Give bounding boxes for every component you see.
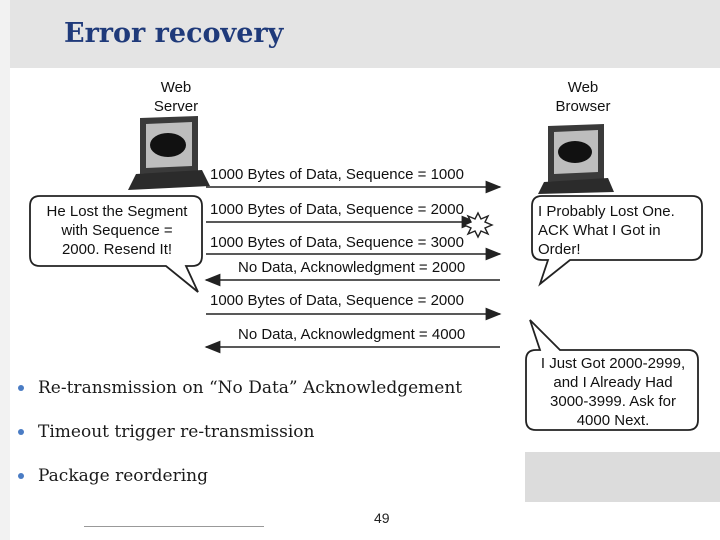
server-bubble-text: He Lost the Segment with Sequence = 2000… bbox=[34, 202, 200, 259]
server-label-line-2: Server bbox=[153, 98, 199, 115]
left-margin-strip bbox=[0, 0, 10, 540]
browser-speech-bubble-2 bbox=[525, 319, 699, 431]
browser-bubble-1-line-1: I Probably Lost One. bbox=[538, 203, 675, 220]
browser-bubble-2-line-2: and I Already Had bbox=[553, 374, 673, 391]
browser-bubble-1-text: I Probably Lost One. ACK What I Got in O… bbox=[538, 202, 700, 259]
browser-bubble-2-text: I Just Got 2000-2999, and I Already Had … bbox=[530, 354, 696, 430]
browser-bubble-1-line-3: Order! bbox=[538, 241, 581, 258]
browser-label-line-1: Web bbox=[567, 79, 599, 96]
browser-bubble-2-line-1: I Just Got 2000-2999, bbox=[540, 355, 686, 372]
server-label: Web Server bbox=[146, 78, 206, 116]
browser-computer-icon bbox=[538, 124, 614, 194]
bullet-dot-icon bbox=[18, 385, 24, 391]
message-6-label: No Data, Acknowledgment = 4000 bbox=[238, 326, 466, 343]
lost-packet-burst-icon bbox=[462, 211, 494, 239]
page-number: 49 bbox=[374, 510, 390, 526]
footer-divider bbox=[84, 526, 264, 527]
bullet-text: Re-transmission on “No Data” Acknowledge… bbox=[38, 378, 463, 398]
browser-bubble-1-line-2: ACK What I Got in bbox=[538, 222, 661, 239]
browser-label: Web Browser bbox=[546, 78, 620, 116]
bullet-text: Package reordering bbox=[38, 466, 208, 486]
server-bubble-line-1: He Lost the Segment bbox=[46, 203, 188, 220]
message-4-label: No Data, Acknowledgment = 2000 bbox=[238, 259, 466, 276]
browser-speech-bubble-1 bbox=[531, 195, 703, 287]
message-2-label: 1000 Bytes of Data, Sequence = 2000 bbox=[210, 201, 464, 218]
bullet-item: Package reordering bbox=[16, 462, 462, 506]
bullet-text: Timeout trigger re-transmission bbox=[38, 422, 315, 442]
title-bar bbox=[10, 0, 720, 68]
message-5-label: 1000 Bytes of Data, Sequence = 2000 bbox=[210, 292, 464, 309]
message-3-label: 1000 Bytes of Data, Sequence = 3000 bbox=[210, 234, 464, 251]
bullet-dot-icon bbox=[18, 473, 24, 479]
message-1-label: 1000 Bytes of Data, Sequence = 1000 bbox=[210, 166, 464, 183]
slide-title: Error recovery bbox=[64, 18, 284, 49]
bullet-dot-icon bbox=[18, 429, 24, 435]
server-speech-bubble bbox=[29, 195, 203, 293]
bullet-item: Re-transmission on “No Data” Acknowledge… bbox=[16, 374, 462, 418]
bullet-list: Re-transmission on “No Data” Acknowledge… bbox=[16, 374, 462, 506]
browser-bubble-2-line-3: 3000-3999. Ask for bbox=[550, 393, 676, 410]
server-bubble-line-2: with Sequence = bbox=[61, 222, 173, 239]
server-label-line-1: Web bbox=[160, 79, 192, 96]
server-bubble-line-3: 2000. Resend It! bbox=[61, 241, 173, 258]
footer-grey-panel bbox=[525, 452, 720, 502]
browser-label-line-2: Browser bbox=[555, 98, 611, 115]
bullet-item: Timeout trigger re-transmission bbox=[16, 418, 462, 462]
server-computer-icon bbox=[128, 116, 210, 190]
browser-bubble-2-line-4: 4000 Next. bbox=[576, 412, 650, 429]
